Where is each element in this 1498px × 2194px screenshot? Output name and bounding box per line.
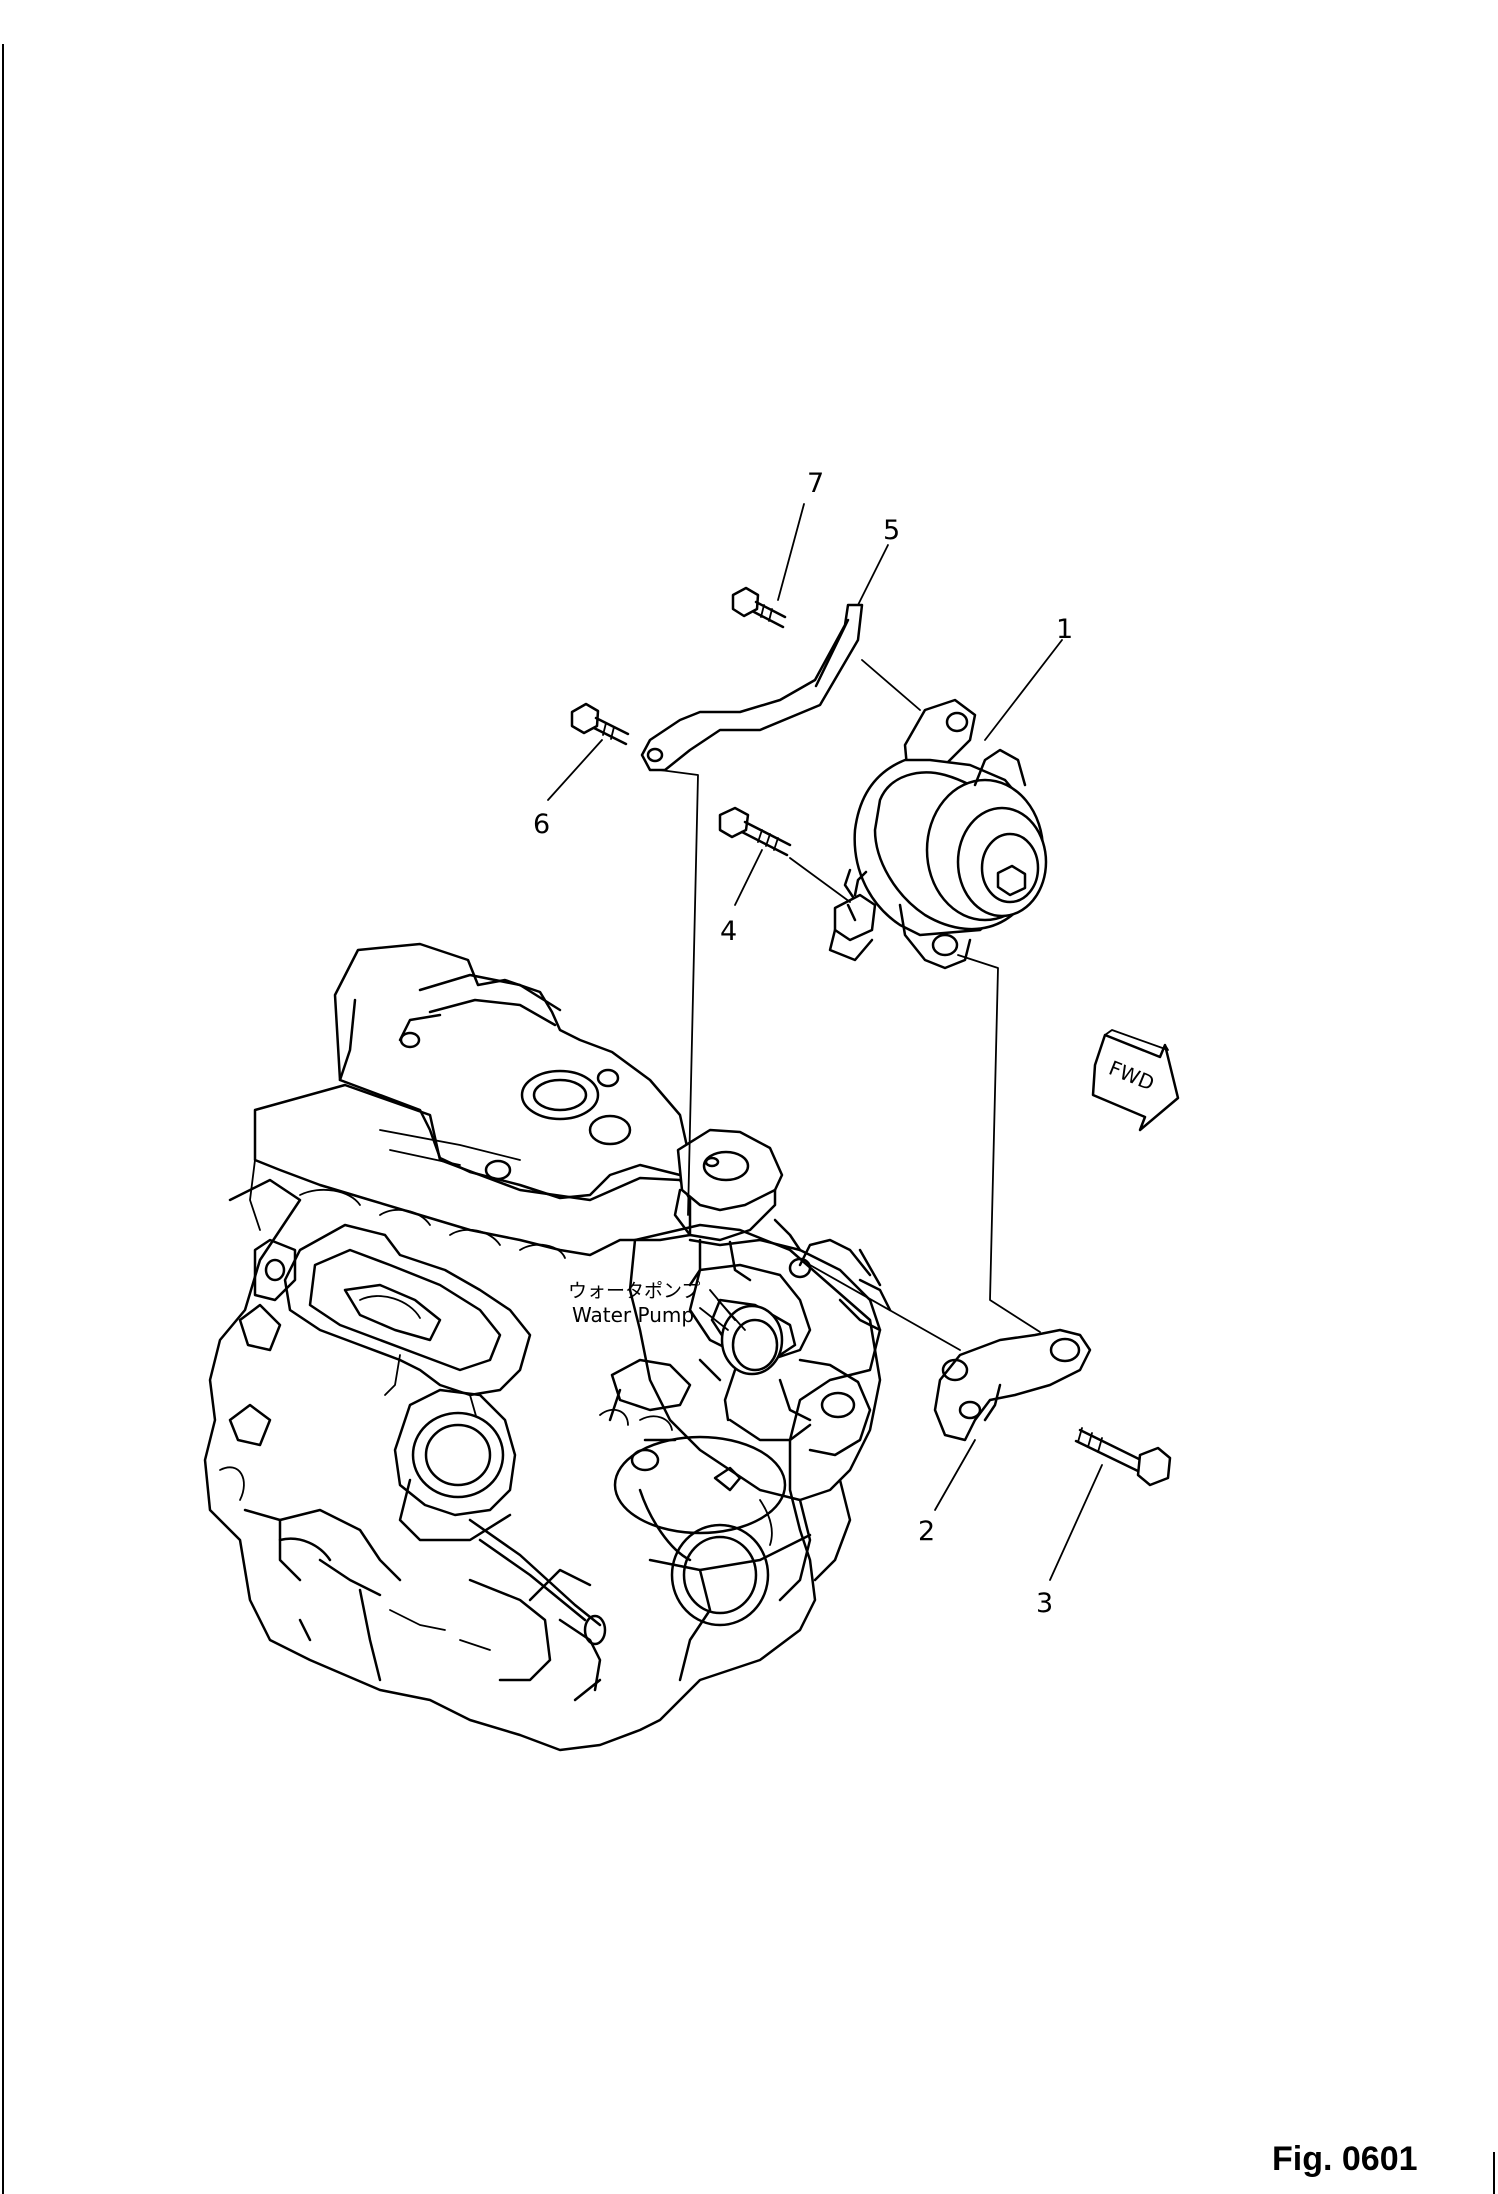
water-pump-annotation: ウォータポンプ Water Pump: [568, 1280, 746, 1331]
part-2-bracket: [933, 1328, 1092, 1442]
water-pump-label-jp: ウォータポンプ: [568, 1280, 700, 1302]
callout-7: 7: [807, 468, 824, 499]
part-1-alternator: [828, 698, 1048, 970]
leader-lines: [547, 503, 1103, 1581]
callout-2: 2: [918, 1516, 935, 1547]
part-4-bolt: [718, 806, 792, 857]
callout-6: 6: [533, 809, 550, 840]
fwd-direction-arrow: FWD: [1091, 1029, 1180, 1132]
callout-1: 1: [1056, 614, 1073, 645]
part-5-plate: [640, 603, 864, 772]
engine-block: [203, 942, 892, 1752]
page-border: [2, 44, 1495, 2194]
assembly-lines: [659, 659, 1041, 1351]
callout-3: 3: [1036, 1588, 1053, 1619]
part-7-bolt: [731, 586, 787, 629]
water-pump-label-en: Water Pump: [572, 1303, 694, 1327]
callout-4: 4: [720, 916, 737, 947]
figure-number: Fig. 0601: [1272, 2140, 1418, 2178]
callout-5: 5: [883, 515, 900, 546]
part-3-bolt: [1074, 1427, 1172, 1487]
callout-numbers: 7 5 1 6 4 2 3: [533, 468, 1073, 1619]
part-6-bolt: [570, 702, 630, 746]
